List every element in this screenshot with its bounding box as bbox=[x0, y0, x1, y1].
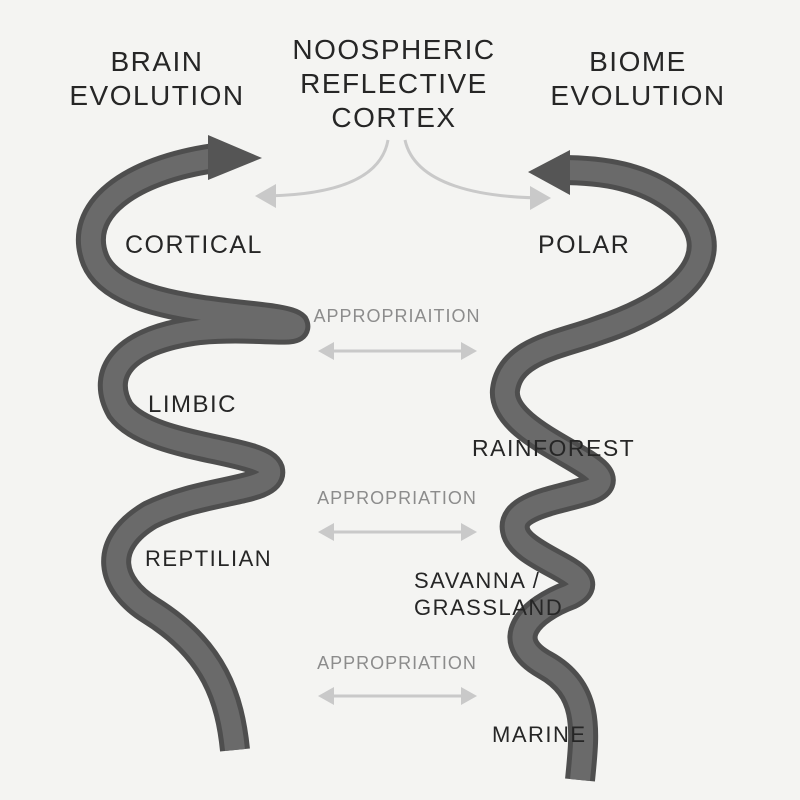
biome-arrowhead bbox=[528, 150, 570, 195]
brain-level-limbic: LIMBIC bbox=[148, 391, 238, 418]
appropriation-arrow-3 bbox=[318, 687, 477, 705]
brain-level-cortical: CORTICAL bbox=[125, 231, 263, 259]
biome-level-marine: MARINE bbox=[492, 722, 587, 747]
noospheric-line-3: CORTEX bbox=[331, 102, 457, 134]
biome-header-line-1: BIOME bbox=[589, 46, 687, 77]
noosphere-to-brain-arrow bbox=[255, 139, 390, 208]
savanna-line-1: SAVANNA / bbox=[414, 568, 541, 593]
appropriation-label-2: APPROPRIATION bbox=[317, 488, 477, 508]
brain-header-line-2: EVOLUTION bbox=[69, 80, 245, 112]
appropriation-label-1: APPROPRIAITION bbox=[313, 306, 481, 326]
brain-evolution-header: BRAIN EVOLUTION bbox=[69, 45, 244, 113]
appropriation-arrows bbox=[318, 342, 477, 705]
brain-arrowhead bbox=[208, 135, 262, 180]
biome-header-line-2: EVOLUTION bbox=[550, 80, 726, 112]
appropriation-arrow-1 bbox=[318, 342, 477, 360]
appropriation-label-3: APPROPRIATION bbox=[317, 653, 477, 673]
appropriation-arrow-2 bbox=[318, 523, 477, 541]
noospheric-cortex-header: NOOSPHERIC REFLECTIVE CORTEX bbox=[292, 33, 495, 135]
biome-evolution-spiral bbox=[490, 150, 717, 782]
biome-level-rainforest: RAINFOREST bbox=[472, 435, 636, 461]
noosphere-arrows bbox=[255, 139, 551, 210]
biome-level-polar: POLAR bbox=[538, 231, 631, 259]
brain-level-reptilian: REPTILIAN bbox=[145, 546, 273, 571]
noospheric-line-2: REFLECTIVE bbox=[300, 68, 488, 100]
savanna-line-2: GRASSLAND bbox=[414, 594, 564, 620]
biome-evolution-header: BIOME EVOLUTION bbox=[550, 45, 725, 113]
biome-level-savanna: SAVANNA / GRASSLAND bbox=[414, 568, 563, 622]
brain-evolution-spiral bbox=[75, 135, 311, 752]
brain-header-line-1: BRAIN bbox=[110, 46, 204, 77]
noospheric-line-1: NOOSPHERIC bbox=[292, 34, 496, 65]
noosphere-to-biome-arrow bbox=[403, 139, 551, 210]
